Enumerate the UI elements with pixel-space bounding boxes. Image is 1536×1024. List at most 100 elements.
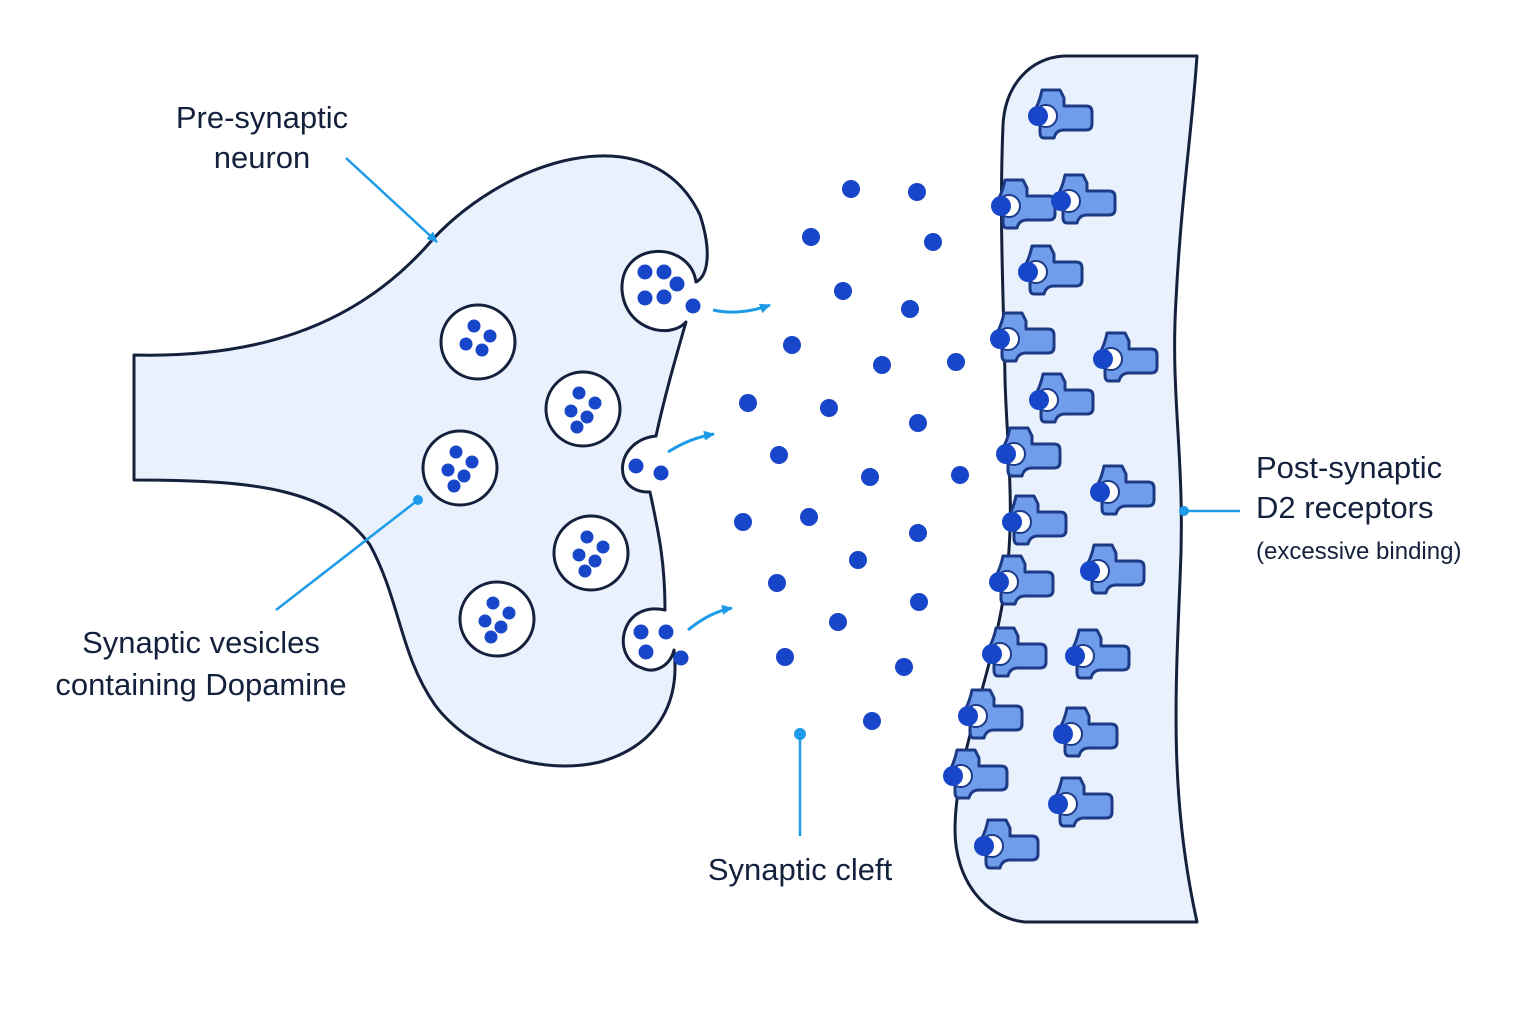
d2-receptor [1048, 776, 1114, 828]
d2-receptor [996, 426, 1062, 478]
dopamine-molecule [909, 524, 927, 542]
dopamine-molecule [570, 420, 584, 434]
release-arrow [687, 604, 733, 632]
dopamine-molecule [685, 298, 701, 314]
dopamine-molecule [475, 343, 489, 357]
dopamine-molecule [947, 353, 965, 371]
bound-dopamine [1028, 106, 1048, 126]
synaptic-vesicle [458, 580, 536, 658]
post-synaptic-label: Post-synaptic D2 receptors [1256, 448, 1526, 528]
vesicle-group [421, 303, 630, 658]
vesicles-pointer [275, 495, 423, 611]
vesicles-label: Synaptic vesicles containing Dopamine [20, 622, 382, 706]
dopamine-molecule [572, 548, 586, 562]
dopamine-molecule [873, 356, 891, 374]
pre-synaptic-label: Pre-synaptic neuron [140, 98, 384, 178]
d2-receptor [974, 818, 1040, 870]
bound-dopamine [1080, 561, 1100, 581]
d2-receptor [1065, 628, 1131, 680]
dopamine-molecule [588, 396, 602, 410]
pre-synaptic-label-line: Pre-synaptic [175, 100, 349, 135]
dopamine-molecule [863, 712, 881, 730]
bound-dopamine [1018, 262, 1038, 282]
dopamine-molecule [770, 446, 788, 464]
dopamine-molecule [637, 290, 653, 306]
bound-dopamine [1002, 512, 1022, 532]
dopamine-molecule [901, 300, 919, 318]
d2-receptor [943, 748, 1009, 800]
d2-receptor [1029, 372, 1095, 424]
synaptic-vesicle [552, 514, 630, 592]
dopamine-molecule [465, 455, 479, 469]
dopamine-molecule [829, 613, 847, 631]
vesicles-label-line: containing Dopamine [55, 667, 347, 702]
dopamine-molecule [910, 593, 928, 611]
bound-dopamine [982, 644, 1002, 664]
bound-dopamine [1051, 191, 1071, 211]
dopamine-molecule [484, 630, 498, 644]
dopamine-molecule [633, 624, 649, 640]
dopamine-molecule [658, 624, 674, 640]
dopamine-molecule [483, 329, 497, 343]
dopamine-molecule [908, 183, 926, 201]
vesicles-label-line: Synaptic vesicles [82, 625, 320, 660]
synaptic-vesicle [439, 303, 517, 381]
d2-receptor [989, 554, 1055, 606]
dopamine-molecule [783, 336, 801, 354]
bound-dopamine [996, 444, 1016, 464]
dopamine-molecule [578, 564, 592, 578]
bound-dopamine [1090, 482, 1110, 502]
d2-receptor [1080, 543, 1146, 595]
dopamine-molecule [638, 644, 654, 660]
dopamine-molecule [734, 513, 752, 531]
excessive-binding-note: (excessive binding) [1256, 538, 1462, 565]
d2-receptor [1093, 331, 1159, 383]
d2-receptor [982, 626, 1048, 678]
d2-receptor [1051, 173, 1117, 225]
dopamine-molecule [669, 276, 685, 292]
dopamine-molecule [820, 399, 838, 417]
dopamine-molecule [457, 469, 471, 483]
dopamine-molecule [486, 596, 500, 610]
dopamine-molecule [628, 458, 644, 474]
pre-synaptic-label-line: neuron [213, 140, 311, 175]
dopamine-molecule [467, 319, 481, 333]
dopamine-molecule [653, 465, 669, 481]
dopamine-molecule [673, 650, 689, 666]
pre-synaptic-neuron [132, 154, 709, 768]
dopamine-molecule [441, 463, 455, 477]
dopamine-molecule [656, 289, 672, 305]
dopamine-molecule [459, 337, 473, 351]
dopamine-molecule [834, 282, 852, 300]
dopamine-molecule [909, 414, 927, 432]
bound-dopamine [958, 706, 978, 726]
bound-dopamine [991, 196, 1011, 216]
dopamine-molecule [802, 228, 820, 246]
synaptic-vesicle [421, 429, 499, 507]
dopamine-molecule [656, 264, 672, 280]
synaptic-cleft-label: Synaptic cleft [707, 852, 893, 887]
d2-receptor [1090, 464, 1156, 516]
d2-receptor [990, 311, 1056, 363]
dopamine-molecule [596, 540, 610, 554]
dopamine-molecule [478, 614, 492, 628]
release-arrow [712, 303, 771, 314]
d2-receptor [958, 688, 1024, 740]
bound-dopamine [1093, 349, 1113, 369]
dopamine-molecule [564, 404, 578, 418]
post-synaptic-pointer [1179, 506, 1240, 516]
bound-dopamine [1029, 390, 1049, 410]
dopamine-molecule [842, 180, 860, 198]
dopamine-molecule [849, 551, 867, 569]
dopamine-molecule [951, 466, 969, 484]
dopamine-molecule [739, 394, 757, 412]
dopamine-molecule [895, 658, 913, 676]
bound-dopamine [974, 836, 994, 856]
bound-dopamine [943, 766, 963, 786]
bound-dopamine [1065, 646, 1085, 666]
post-synaptic-label-line: D2 receptors [1256, 490, 1434, 525]
synaptic-vesicle [544, 370, 622, 448]
dopamine-molecule [447, 479, 461, 493]
post-synaptic-label-line: Post-synaptic [1256, 450, 1443, 485]
